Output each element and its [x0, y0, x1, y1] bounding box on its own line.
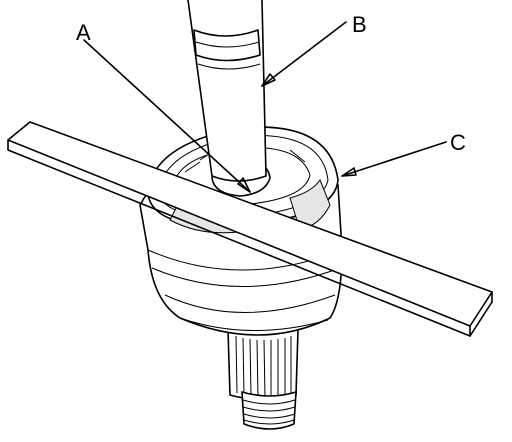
callout-label-a: A [76, 20, 91, 45]
leader-line-b [261, 21, 347, 87]
driveshaft [187, 0, 267, 182]
leader-line-c [341, 141, 447, 177]
callout-label-b: B [352, 12, 367, 37]
leader-lines [83, 21, 447, 193]
leader-line-a [83, 39, 251, 193]
stub-shaft [227, 329, 299, 430]
callout-label-c: C [450, 130, 466, 155]
straightedge-bar [7, 121, 493, 337]
